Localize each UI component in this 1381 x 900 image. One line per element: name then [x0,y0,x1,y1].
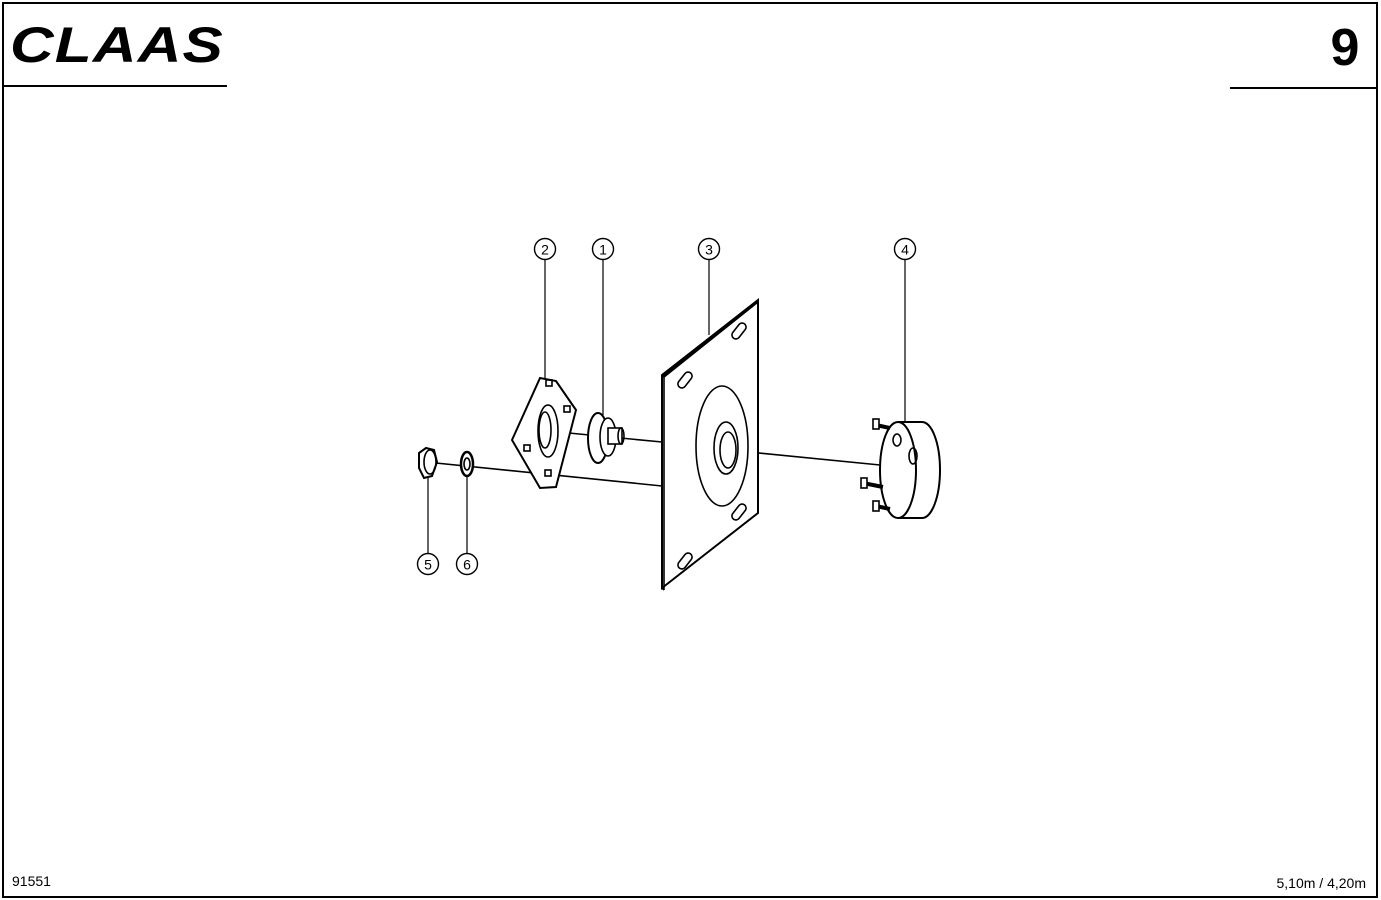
callout-5-label: 5 [424,557,432,573]
callout-2: 2 [533,237,557,261]
hex-nut [418,446,439,480]
callout-balloons: 1 2 3 4 5 6 [416,237,917,576]
callout-6-label: 6 [463,557,471,573]
exploded-assembly [418,260,941,591]
callout-3-label: 3 [705,242,713,258]
bearing-insert [587,412,625,464]
washer [459,450,475,478]
page-number: 9 [1331,19,1360,77]
mounting-plate [660,297,759,591]
drawing-number: 91551 [12,873,51,889]
callout-1-label: 1 [599,242,607,258]
callout-2-label: 2 [541,242,549,258]
callout-5: 5 [416,552,440,576]
hub-with-studs [860,418,941,519]
brand-logo: CLAAS [10,17,224,73]
callout-1: 1 [591,237,615,261]
callout-3: 3 [697,237,721,261]
callout-4-label: 4 [901,242,909,258]
callout-4: 4 [893,237,917,261]
flange-housing [510,376,578,490]
callout-6: 6 [455,552,479,576]
machine-variant: 5,10m / 4,20m [1277,875,1367,891]
